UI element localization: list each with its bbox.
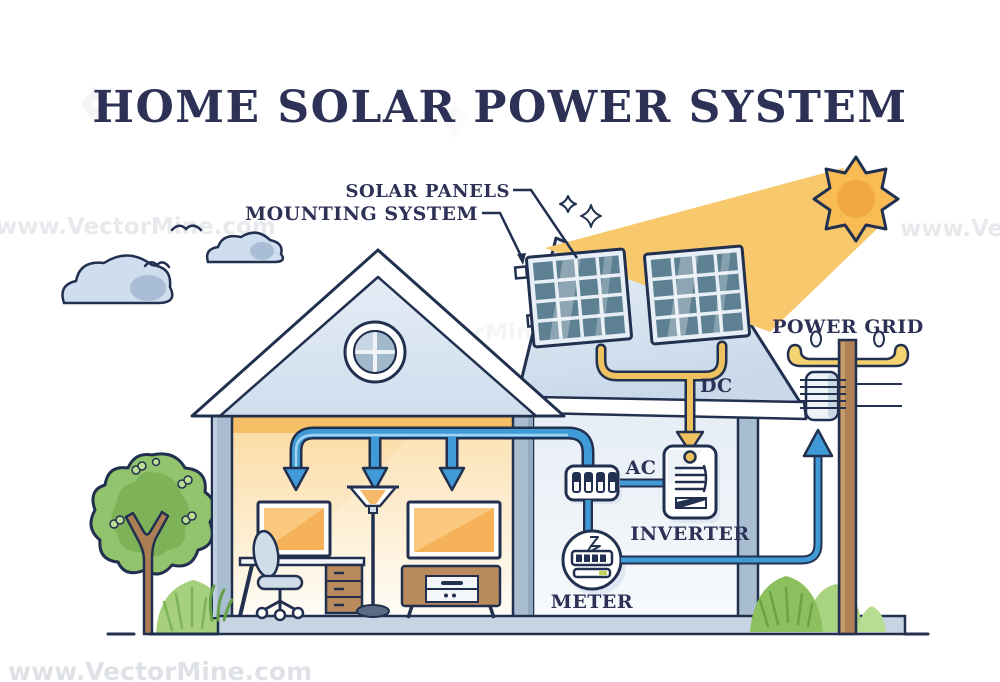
- bird-icon: [170, 224, 203, 232]
- callout-power-grid: POWER GRID: [772, 316, 923, 338]
- round-window: [343, 320, 407, 384]
- callout-inverter: INVERTER: [630, 523, 749, 545]
- leader-arrow-icon: [517, 253, 526, 265]
- tree-icon: [89, 452, 217, 636]
- dc-terminal: [683, 450, 697, 464]
- callout-dc: DC: [700, 375, 733, 397]
- solar-panel: [643, 244, 751, 346]
- callout-meter: METER: [551, 591, 633, 613]
- meter: [561, 529, 626, 595]
- callout-mounting-system: MOUNTING SYSTEM: [245, 203, 478, 225]
- insulator: [873, 330, 885, 348]
- callout-ac: AC: [625, 457, 657, 479]
- sparkle-icon: [559, 195, 602, 228]
- desk-top: [238, 556, 366, 567]
- crossarm: [786, 343, 910, 368]
- bush-icon: [750, 576, 823, 632]
- power-pole: [786, 330, 910, 636]
- office-chair: [252, 529, 305, 622]
- power-flow-arrow-icon: [361, 466, 389, 492]
- inverter: [662, 444, 720, 523]
- page-title: HOME SOLAR POWER SYSTEM: [92, 82, 907, 133]
- grid-feed-arrow-icon: [802, 428, 834, 458]
- vectormine-pin-icon: [443, 104, 467, 138]
- tv-console: [400, 500, 502, 619]
- cloud-icon: [205, 231, 285, 264]
- dc-wire: [595, 340, 728, 454]
- leader-line: [482, 188, 579, 259]
- transformer: [800, 370, 902, 422]
- floor-lamp: [347, 485, 399, 618]
- cloud-icon: [61, 254, 174, 305]
- gable-roof: [190, 248, 566, 418]
- breaker-box: [564, 464, 622, 504]
- watermark-text: www.VectorMine.com: [900, 216, 1000, 242]
- callout-solar-panels: SOLAR PANELS: [345, 181, 510, 202]
- indoor-power-line: [282, 426, 595, 492]
- watermark-text: www.VectorMine.com: [8, 657, 312, 682]
- grass-icon: [208, 584, 234, 622]
- power-flow-arrow-icon: [282, 466, 310, 492]
- desk-workstation: [238, 500, 366, 622]
- bird-icon: [143, 261, 171, 269]
- power-flow-arrow-icon: [438, 466, 466, 492]
- wire-meter-to-grid: [621, 428, 834, 565]
- sun-icon: [812, 155, 900, 243]
- dc-arrow-icon: [675, 430, 705, 454]
- solar-panel: [525, 247, 633, 349]
- insulator: [810, 330, 822, 348]
- vectormine-pin-icon: [81, 86, 109, 126]
- floor: [216, 614, 907, 636]
- wall-right: [736, 413, 760, 620]
